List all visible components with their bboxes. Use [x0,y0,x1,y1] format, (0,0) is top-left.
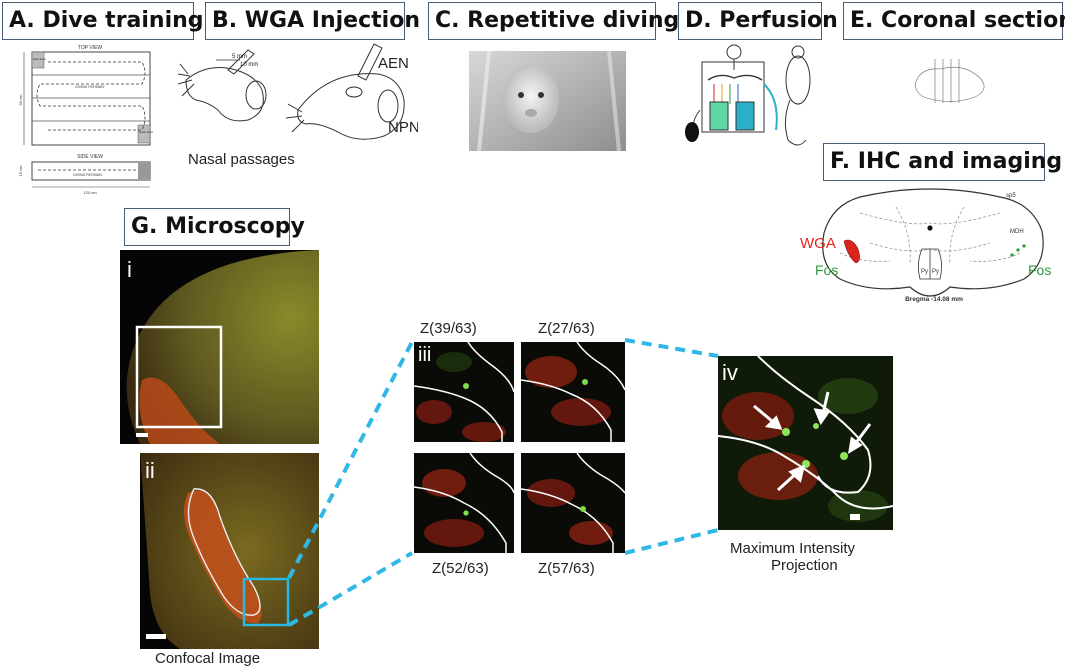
panel-f-title: F. IHC and imaging [823,143,1062,181]
panel-g-title: G. Microscopy [124,208,305,246]
tank-depth-label: 15 cm [18,165,23,177]
panel-b-title: B. WGA Injection [205,2,420,40]
brainstem-section-diagram: sp5 MDH Py Py Bregma -14.08 mm [822,188,1044,303]
z-slice-52 [414,453,514,553]
py-left-label: Py [921,269,928,275]
sp5-label: sp5 [1006,193,1016,199]
py-right-label: Py [932,269,939,275]
confocal-image-caption: Confocal Image [155,650,261,667]
npn-label: NPN [388,119,418,136]
max-intensity-projection [718,356,893,530]
confocal-panel-ii [140,453,319,649]
z-slice-27 [521,342,625,442]
panel-a-title: A. Dive training [2,2,204,40]
top-view-label: TOP VIEW [78,45,103,51]
aen-label: AEN [378,55,409,72]
z-slice-39 [414,342,514,442]
label-roman-iii: iii [418,344,432,366]
z-slice-57 [521,453,625,553]
nasal-passages-caption: Nasal passages [188,151,295,168]
bregma-label: Bregma -14.08 mm [905,296,963,303]
perfusion-apparatus [685,44,811,146]
diving-photo [469,51,626,151]
measure-5mm: 5 mm [232,54,247,60]
diving-pathway-side: DIVING PATHWAY [73,173,103,177]
label-roman-ii: ii [145,458,155,483]
wga-injection-drawing: 5 mm 10 mm AEN NPN [178,43,418,140]
z-label-3: Z(52/63) [432,560,489,577]
start-area-label: start area [33,57,46,61]
label-roman-iv: iv [722,360,738,385]
z-label-4: Z(57/63) [538,560,595,577]
fos-left-label: Fos [815,262,839,278]
tank-height-label: 60 cm [18,94,23,106]
diving-pathway-top: DIVING PATHWAY [75,85,105,89]
mip-caption-line1: Maximum Intensity [730,540,856,557]
z-label-2: Z(27/63) [538,320,595,337]
mdh-label: MDH [1010,229,1024,235]
label-roman-i: i [127,257,132,282]
side-view-label: SIDE VIEW [77,154,103,160]
tank-width-label: 120 cm [83,190,97,195]
confocal-panel-i [120,250,319,444]
panel-e-title: E. Coronal sections [843,2,1065,40]
measure-10mm: 10 mm [240,62,258,68]
finish-area-label: finish area [139,130,153,134]
wga-label: WGA [800,235,836,252]
dive-tank-schematic: TOP VIEW start area finish area DIVING P… [18,45,153,195]
fos-right-label: Fos [1028,262,1052,278]
panel-d-title: D. Perfusion [678,2,838,40]
panel-c-title: C. Repetitive diving [428,2,679,40]
z-label-1: Z(39/63) [420,320,477,337]
mip-caption-line2: Projection [771,557,838,574]
coronal-brain-sketch [914,59,985,103]
